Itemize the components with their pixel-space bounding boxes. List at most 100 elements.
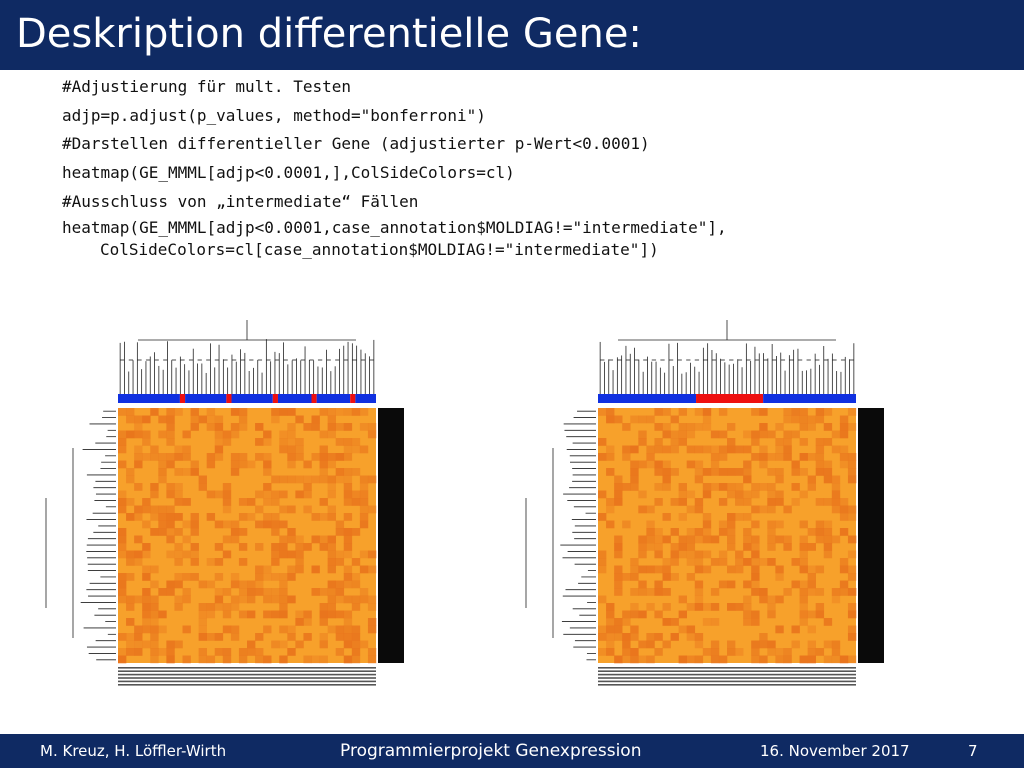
- footer-authors: M. Kreuz, H. Löffler-Wirth: [40, 742, 227, 760]
- heatmap-cell: [295, 550, 304, 559]
- heatmap-cell: [335, 528, 345, 536]
- heatmap-cell: [142, 588, 151, 596]
- heatmap-cell: [367, 655, 377, 664]
- heatmap-cell: [206, 655, 216, 664]
- heatmap-cell: [214, 438, 224, 446]
- heatmap-cell: [174, 498, 183, 506]
- heatmap-cell: [343, 543, 353, 551]
- heatmap-cell: [214, 573, 224, 581]
- heatmap-cell: [271, 490, 280, 499]
- heatmap-cell: [279, 580, 288, 589]
- heatmap-cell: [783, 505, 792, 514]
- heatmap-cell: [670, 550, 679, 559]
- heatmap-cell: [718, 520, 728, 529]
- heatmap-cell: [646, 655, 655, 664]
- heatmap-cell: [158, 588, 167, 596]
- heatmap-cell: [214, 588, 224, 596]
- heatmap-cell: [118, 580, 127, 589]
- heatmap-cell: [319, 460, 328, 469]
- heatmap-cell: [335, 588, 345, 596]
- heatmap-cell: [751, 573, 760, 581]
- heatmap-cell: [214, 543, 224, 551]
- heatmap-cell: [775, 625, 784, 634]
- heatmap-cell: [295, 453, 304, 461]
- heatmap-cell: [614, 550, 623, 559]
- heatmap-cell: [255, 588, 264, 596]
- heatmap-cell: [638, 610, 647, 619]
- heatmap-cell: [263, 573, 272, 581]
- heatmap-cell: [198, 625, 207, 634]
- heatmap-cell: [670, 573, 679, 581]
- heatmap-cell: [279, 655, 288, 664]
- heatmap-cell: [702, 468, 712, 476]
- heatmap-cell: [839, 513, 849, 521]
- heatmap-cell: [359, 550, 369, 559]
- heatmap-cell: [775, 475, 784, 484]
- heatmap-cell: [654, 460, 663, 469]
- heatmap-cell: [271, 528, 280, 536]
- heatmap-cell: [343, 633, 353, 641]
- heatmap-cell: [271, 640, 280, 649]
- heatmap-cell: [702, 408, 712, 416]
- heatmap-cell: [815, 445, 825, 454]
- column-labels: [118, 684, 376, 686]
- heatmap-cell: [263, 513, 272, 521]
- heatmap-cell: [311, 475, 320, 484]
- heatmap-cell: [190, 468, 199, 476]
- heatmap-cell: [654, 543, 663, 551]
- heatmap-cell: [831, 498, 841, 506]
- heatmap-cell: [686, 543, 696, 551]
- heatmap-cell: [295, 490, 304, 499]
- heatmap-cell: [351, 603, 361, 611]
- heatmap-cell: [118, 430, 127, 439]
- heatmap-cell: [182, 550, 191, 559]
- heatmap-cell: [166, 408, 175, 416]
- heatmap-cell: [359, 483, 369, 491]
- heatmap-cell: [606, 408, 615, 416]
- heatmap-cell: [126, 558, 135, 566]
- heatmap-cell: [327, 610, 336, 619]
- heatmap-cell: [287, 445, 296, 454]
- heatmap-cell: [367, 505, 377, 514]
- heatmap-cell: [230, 468, 240, 476]
- heatmap-cell: [694, 640, 704, 649]
- heatmap-cell: [206, 415, 216, 424]
- heatmap-cell: [622, 648, 631, 656]
- heatmap-cell: [351, 640, 361, 649]
- heatmap-cell: [214, 430, 224, 439]
- heatmap-cell: [727, 603, 736, 611]
- heatmap-cell: [606, 445, 615, 454]
- heatmap-body: [598, 408, 857, 664]
- heatmap-cell: [182, 535, 191, 544]
- heatmap-cell: [606, 415, 615, 424]
- heatmap-cell: [319, 640, 328, 649]
- heatmap-cell: [727, 535, 736, 544]
- heatmap-cell: [807, 580, 816, 589]
- heatmap-cell: [686, 603, 696, 611]
- heatmap-cell: [222, 648, 232, 656]
- heatmap-cell: [166, 588, 175, 596]
- heatmap-cell: [622, 655, 631, 664]
- heatmap-cell: [630, 445, 639, 454]
- heatmap-cell: [791, 468, 800, 476]
- heatmap-cell: [327, 423, 336, 431]
- heatmap-cell: [174, 573, 183, 581]
- heatmap-cell: [702, 603, 712, 611]
- heatmap-cell: [759, 453, 768, 461]
- heatmap-cell: [622, 610, 631, 619]
- heatmap-cell: [214, 520, 224, 529]
- column-labels: [118, 673, 376, 676]
- heatmap-cell: [799, 423, 808, 431]
- heatmap-cell: [263, 520, 272, 529]
- side-color-segment: [316, 394, 351, 403]
- heatmap-cell: [150, 483, 159, 491]
- heatmap-cell: [727, 445, 736, 454]
- heatmap-cell: [767, 648, 776, 656]
- heatmap-cell: [638, 543, 647, 551]
- heatmap-cell: [182, 498, 191, 506]
- heatmap-cell: [295, 640, 304, 649]
- heatmap-cell: [142, 603, 151, 611]
- heatmap-cell: [238, 513, 248, 521]
- heatmap-cell: [214, 490, 224, 499]
- column-dendrogram: [119, 320, 375, 394]
